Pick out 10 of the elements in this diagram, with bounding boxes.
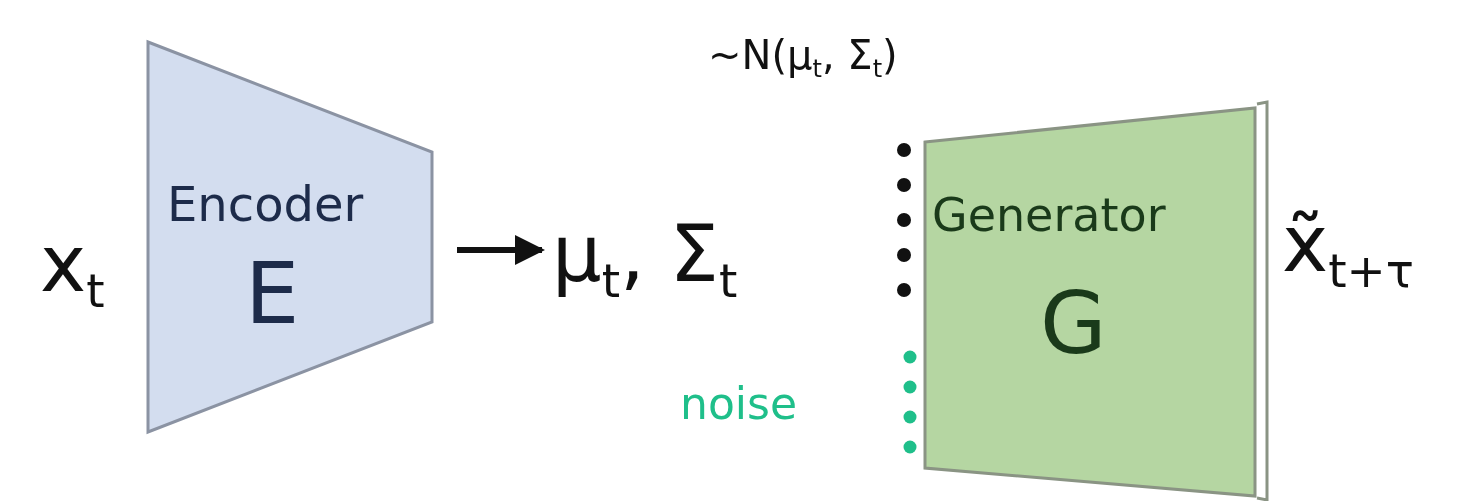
noise-label: noise — [680, 382, 798, 426]
input-symbol: x$_{t}$ — [40, 225, 105, 316]
arrow — [457, 235, 545, 265]
encoder-label: Encoder — [167, 180, 364, 228]
latent-parameters: μ$_{t}$, Σ$_{t}$ — [552, 215, 738, 306]
distribution-label: ~N(μ$_{t}$, Σ$_{t}$) — [708, 35, 898, 82]
encoder-symbol: E — [245, 250, 300, 336]
generator-symbol: G — [1040, 280, 1107, 366]
generator-label: Generator — [932, 192, 1166, 238]
output-symbol: x̃$_{t+τ}$ — [1282, 205, 1414, 296]
